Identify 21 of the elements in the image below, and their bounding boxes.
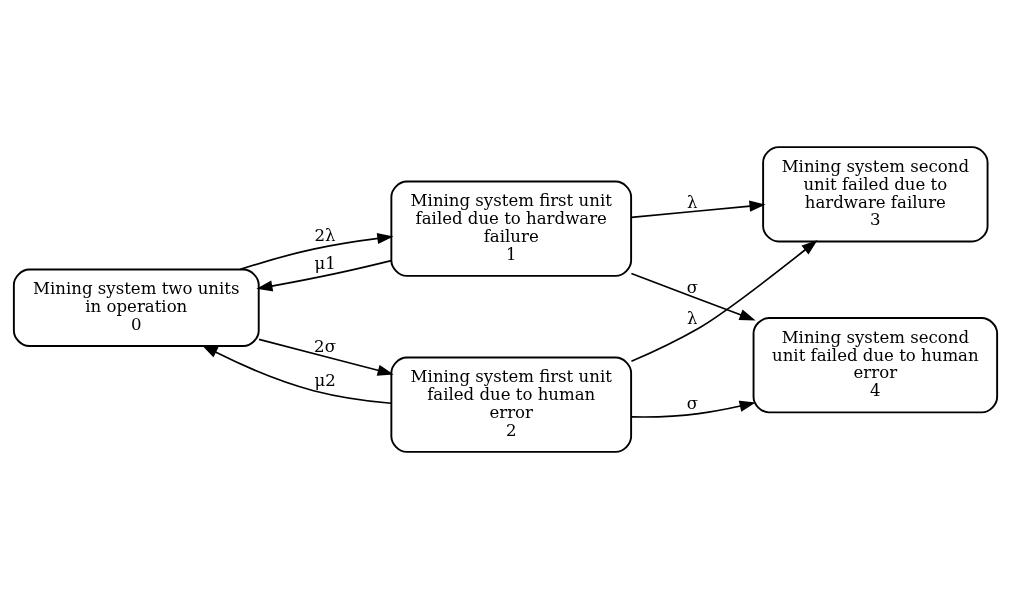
node-box: Mining system first unit failed due to hardware failure 1 (390, 180, 633, 277)
edge-label: λ (687, 308, 698, 328)
arrow (256, 259, 393, 292)
arrow (239, 232, 394, 270)
edge-label: μ1 (314, 253, 336, 273)
arrow (630, 239, 818, 362)
arrow (630, 400, 756, 418)
edge-label: σ (686, 277, 698, 297)
edge-label: 2λ (314, 225, 336, 245)
edge-label: λ (687, 192, 698, 212)
arrow (630, 272, 756, 320)
node-box: Mining system second unit failed due to human error 4 (752, 316, 999, 413)
arrow (201, 344, 392, 404)
edge-label: 2σ (314, 336, 336, 356)
arrow (258, 338, 394, 376)
arrow (630, 200, 766, 218)
node-box: Mining system second unit failed due to hardware failure 3 (762, 145, 989, 242)
edge-label: σ (686, 393, 698, 413)
edge-label: μ2 (314, 370, 336, 390)
node-box: Mining system two units in operation 0 (12, 268, 260, 347)
node-box: Mining system first unit failed due to human error 2 (390, 356, 633, 453)
